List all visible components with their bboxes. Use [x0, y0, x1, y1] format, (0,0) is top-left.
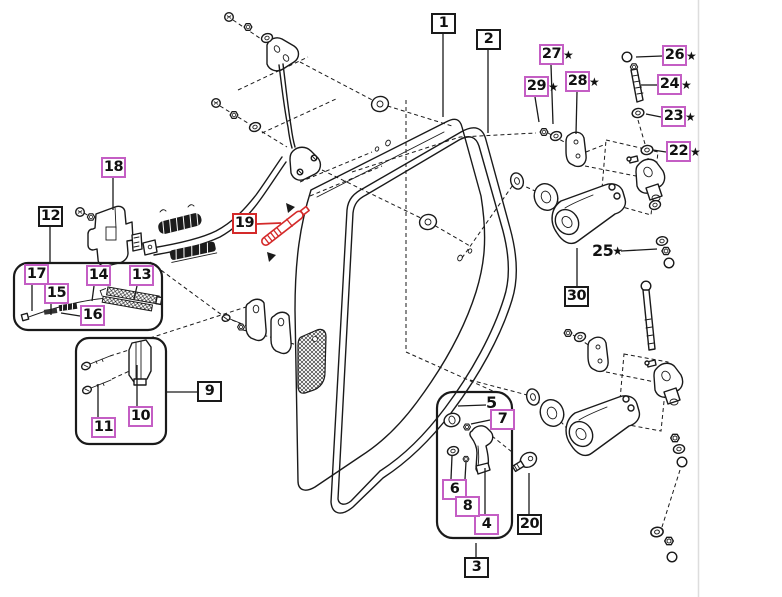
leader-line-25 [620, 248, 658, 252]
callout-25-number: 25 [592, 241, 614, 260]
callout-29-number: 29 [524, 76, 549, 97]
door-seal [330, 127, 517, 514]
callout-23[interactable]: 23★ [661, 106, 696, 127]
callout-20[interactable]: 20 [517, 514, 542, 535]
leader-line-6 [450, 455, 453, 480]
leader-line-16 [60, 312, 81, 317]
leader-line-19 [256, 222, 282, 225]
leader-line-14 [91, 285, 95, 302]
hinge-bolt-column [621, 51, 656, 351]
callout-26-number: 26 [662, 45, 687, 66]
check-strap-assembly [74, 156, 287, 267]
callout-7[interactable]: 7 [490, 409, 515, 430]
callout-12[interactable]: 12 [38, 206, 63, 227]
leader-line-5 [457, 404, 487, 407]
callout-10[interactable]: 10 [128, 406, 153, 427]
leader-lines [31, 34, 667, 557]
leader-line-7 [470, 419, 491, 425]
callout-4-number: 4 [474, 514, 499, 535]
callout-26[interactable]: 26★ [662, 45, 697, 66]
callout-17[interactable]: 17 [24, 264, 49, 285]
door-mount-plates [221, 298, 327, 394]
callout-16-number: 16 [80, 305, 105, 326]
callout-2-number: 2 [476, 29, 501, 50]
callout-22-number: 22 [666, 141, 691, 162]
star-icon: ★ [681, 77, 692, 92]
leader-line-27 [550, 64, 554, 125]
star-icon: ★ [690, 144, 701, 159]
callout-14-number: 14 [86, 265, 111, 286]
callout-25: 25★ [592, 243, 623, 259]
callout-10-number: 10 [128, 406, 153, 427]
callout-3-number: 3 [464, 557, 489, 578]
callout-24-number: 24 [657, 74, 682, 95]
leader-line-28 [575, 91, 578, 135]
callout-19[interactable]: 19 [232, 213, 257, 234]
callout-8-number: 8 [455, 496, 480, 517]
callout-8[interactable]: 8 [455, 496, 480, 517]
star-icon: ★ [612, 244, 624, 258]
callout-18-number: 18 [101, 157, 126, 178]
leader-line-23 [645, 113, 662, 118]
callout-11[interactable]: 11 [91, 417, 116, 438]
callout-28-number: 28 [565, 71, 590, 92]
door-washers [370, 95, 563, 231]
leader-line-26 [635, 55, 663, 58]
callout-20-number: 20 [517, 514, 542, 535]
callout-12-number: 12 [38, 206, 63, 227]
upper-strut-assembly [210, 11, 322, 181]
callout-18[interactable]: 18 [101, 157, 126, 178]
callout-23-number: 23 [661, 106, 686, 127]
callout-13-number: 13 [129, 265, 154, 286]
callout-30[interactable]: 30 [564, 286, 589, 307]
callout-3[interactable]: 3 [464, 557, 489, 578]
callout-16[interactable]: 16 [80, 305, 105, 326]
callout-6-number: 6 [442, 479, 467, 500]
callout-5: 5 [486, 395, 497, 411]
callout-11-number: 11 [91, 417, 116, 438]
callout-1[interactable]: 1 [431, 13, 456, 34]
door-glass [294, 118, 486, 491]
key [511, 451, 538, 473]
star-icon: ★ [563, 47, 574, 62]
star-icon: ★ [548, 79, 559, 94]
callout-24[interactable]: 24★ [657, 74, 692, 95]
callout-14[interactable]: 14 [86, 265, 111, 286]
callout-15[interactable]: 15 [44, 283, 69, 304]
callout-4[interactable]: 4 [474, 514, 499, 535]
callout-13[interactable]: 13 [129, 265, 154, 286]
callout-9-number: 9 [197, 381, 222, 402]
leader-line-22 [652, 149, 667, 153]
callout-9[interactable]: 9 [197, 381, 222, 402]
highlighted-pin-19 [261, 203, 310, 262]
callout-30-number: 30 [564, 286, 589, 307]
latch-cable-group [12, 261, 164, 332]
callout-15-number: 15 [44, 283, 69, 304]
callout-27-number: 27 [539, 44, 564, 65]
star-icon: ★ [686, 48, 697, 63]
handle-group [435, 390, 538, 540]
callout-29[interactable]: 29★ [524, 76, 559, 97]
star-icon: ★ [589, 74, 600, 89]
callout-6[interactable]: 6 [442, 479, 467, 500]
leader-line-13 [133, 285, 138, 300]
callout-27[interactable]: 27★ [539, 44, 574, 65]
callout-22[interactable]: 22★ [666, 141, 701, 162]
callout-2[interactable]: 2 [476, 29, 501, 50]
callout-1-number: 1 [431, 13, 456, 34]
callout-17-number: 17 [24, 264, 49, 285]
callout-7-number: 7 [490, 409, 515, 430]
leader-line-29 [534, 96, 540, 123]
callout-5-number: 5 [486, 393, 497, 412]
star-icon: ★ [685, 109, 696, 124]
direction-arrow-icon [267, 252, 276, 262]
callout-19-number: 19 [232, 213, 257, 234]
striker-group [74, 336, 168, 446]
callout-28[interactable]: 28★ [565, 71, 600, 92]
direction-arrow-icon [286, 203, 295, 213]
